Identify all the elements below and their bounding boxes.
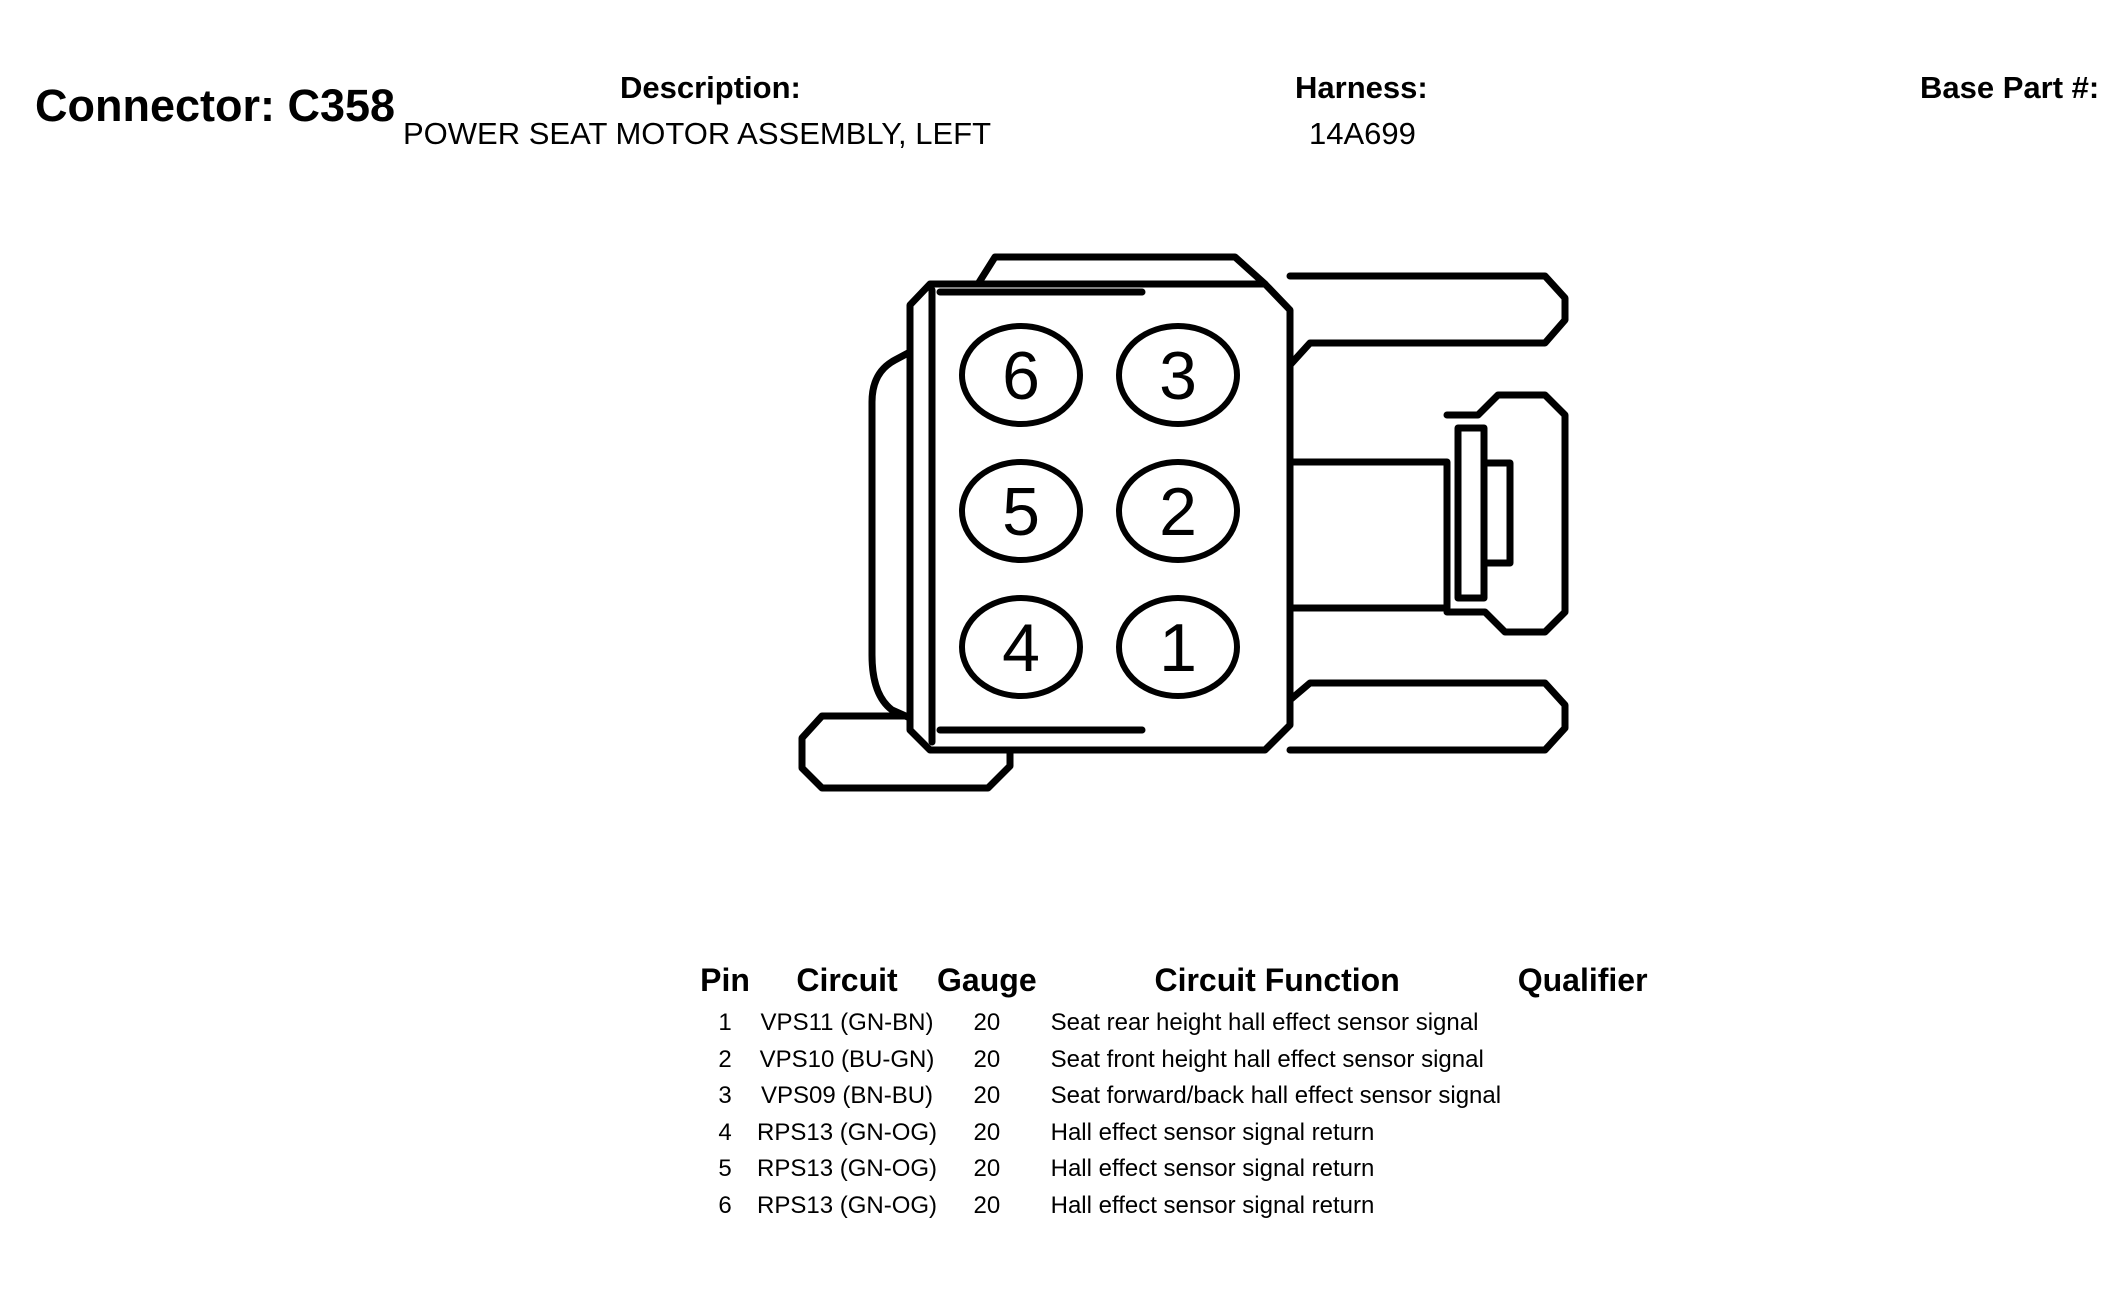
table-row: 1 VPS11 (GN-BN) 20 Seat rear height hall…	[693, 1005, 1648, 1042]
header-pin: Pin	[700, 961, 750, 998]
function-cell: Seat rear height hall effect sensor sign…	[1050, 1009, 1479, 1037]
table-row: 2 VPS10 (BU-GN) 20 Seat front height hal…	[693, 1042, 1648, 1079]
harness-label: Harness:	[1295, 70, 1428, 105]
pin-number-label: 1	[1159, 610, 1197, 686]
right-latch-inner	[1454, 424, 1488, 602]
circuit-cell: VPS11 (GN-BN)	[760, 1009, 934, 1037]
pin-cell: 2	[718, 1045, 732, 1073]
qualifier-cell	[1518, 1151, 1648, 1188]
pin-cell: 3	[718, 1082, 732, 1110]
circuit-cell: RPS13 (GN-OG)	[757, 1155, 938, 1183]
pin-table-header: Pin Circuit Gauge Circuit Function Quali…	[693, 955, 1648, 1005]
gauge-cell: 20	[973, 1009, 1001, 1037]
function-cell: Seat forward/back hall effect sensor sig…	[1050, 1082, 1502, 1110]
pin-cell: 6	[718, 1191, 732, 1219]
function-cell: Hall effect sensor signal return	[1050, 1191, 1375, 1219]
pin-number-label: 3	[1159, 338, 1197, 414]
pin-number-label: 2	[1159, 474, 1197, 550]
pin-number-label: 6	[1002, 338, 1040, 414]
header-circuit: Circuit	[796, 961, 898, 998]
lower-right-tab	[1286, 679, 1569, 754]
pin-cell: 1	[718, 1009, 732, 1037]
pin-cavity-outline	[959, 595, 1083, 699]
function-cell: Hall effect sensor signal return	[1050, 1118, 1375, 1146]
bottom-left-foot	[798, 712, 1014, 792]
qualifier-cell	[1518, 1188, 1648, 1225]
pin-number-label: 5	[1002, 474, 1040, 550]
circuit-cell: RPS13 (GN-OG)	[757, 1118, 938, 1146]
pin-cavity-4: 4	[959, 595, 1083, 699]
table-row: 5 RPS13 (GN-OG) 20 Hall effect sensor si…	[693, 1151, 1648, 1188]
right-latch-block	[1286, 458, 1451, 612]
function-cell: Hall effect sensor signal return	[1050, 1155, 1375, 1183]
connector-title: Connector: C358	[35, 80, 396, 131]
gauge-cell: 20	[973, 1191, 1001, 1219]
right-latch-slot	[1480, 459, 1514, 567]
table-row: 6 RPS13 (GN-OG) 20 Hall effect sensor si…	[693, 1188, 1648, 1225]
description-value: POWER SEAT MOTOR ASSEMBLY, LEFT	[403, 116, 992, 151]
circuit-cell: RPS13 (GN-OG)	[757, 1191, 938, 1219]
qualifier-cell	[1518, 1005, 1648, 1042]
circuit-cell: VPS09 (BN-BU)	[760, 1082, 934, 1110]
header-gauge: Gauge	[937, 961, 1037, 998]
pin-cavity-5: 5	[959, 459, 1083, 563]
pin-cavity-2: 2	[1116, 459, 1240, 563]
table-row: 4 RPS13 (GN-OG) 20 Hall effect sensor si…	[693, 1115, 1648, 1152]
pin-cavity-outline	[1116, 595, 1240, 699]
right-latch-outer	[1443, 391, 1569, 636]
gauge-cell: 20	[973, 1118, 1001, 1146]
pin-cavity-outline	[1116, 459, 1240, 563]
pin-number-label: 4	[1002, 610, 1040, 686]
upper-right-tab	[1286, 272, 1569, 369]
housing-top-tab	[974, 253, 1269, 288]
qualifier-cell	[1518, 1042, 1648, 1079]
harness-value: 14A699	[1309, 116, 1416, 151]
pin-cavity-outline	[959, 459, 1083, 563]
left-latch	[868, 348, 914, 722]
pin-cell: 4	[718, 1118, 732, 1146]
connector-housing	[906, 280, 1294, 754]
qualifier-cell	[1518, 1115, 1648, 1152]
gauge-cell: 20	[973, 1045, 1001, 1073]
pin-cavity-outline	[959, 323, 1083, 427]
gauge-cell: 20	[973, 1082, 1001, 1110]
description-label: Description:	[620, 70, 801, 105]
qualifier-cell	[1518, 1078, 1648, 1115]
pin-cavity-outline	[1116, 323, 1240, 427]
pin-cavity-1: 1	[1116, 595, 1240, 699]
base-part-label: Base Part #:	[1920, 70, 2100, 105]
pin-cavity-6: 6	[959, 323, 1083, 427]
header-qualifier: Qualifier	[1517, 961, 1648, 998]
pin-table: Pin Circuit Gauge Circuit Function Quali…	[693, 955, 1648, 1224]
table-row: 3 VPS09 (BN-BU) 20 Seat forward/back hal…	[693, 1078, 1648, 1115]
pin-cavity-3: 3	[1116, 323, 1240, 427]
gauge-cell: 20	[973, 1155, 1001, 1183]
pin-cell: 5	[718, 1155, 732, 1183]
header-circuit-function: Circuit Function	[1154, 961, 1400, 998]
circuit-cell: VPS10 (BU-GN)	[759, 1045, 935, 1073]
function-cell: Seat front height hall effect sensor sig…	[1050, 1045, 1484, 1073]
